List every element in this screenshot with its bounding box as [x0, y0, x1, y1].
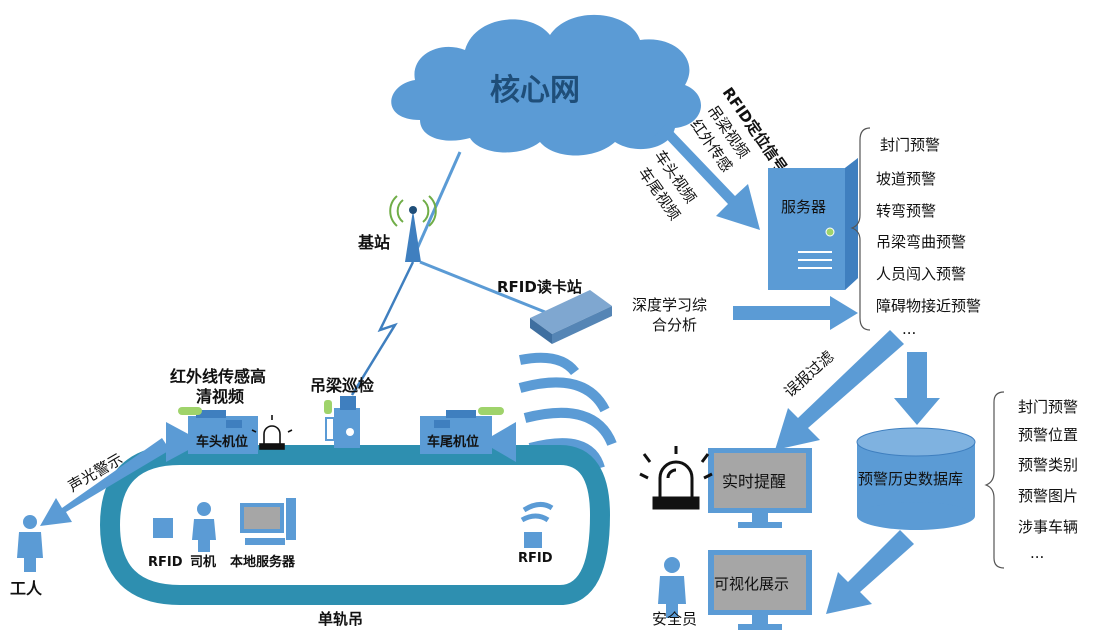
arrow-cloud-to-server	[652, 124, 760, 230]
cloud-label: 核心网	[490, 73, 580, 108]
monitor-realtime-alert: 实时提醒	[708, 448, 812, 528]
safety-officer-label: 安全员	[652, 610, 697, 628]
head-camera-icon: 车头机位	[166, 407, 258, 462]
beam-patrol-label: 吊梁巡检	[310, 376, 374, 395]
db-field: 涉事车辆	[1018, 518, 1078, 536]
rfid-reader-label: RFID读卡站	[497, 278, 582, 296]
small-alarm-icon	[251, 415, 293, 450]
rfid-tag-icon	[153, 518, 173, 538]
alert-item: 人员闯入预警	[876, 265, 966, 283]
rfid-right-label: RFID	[518, 551, 553, 566]
monitor-visual-label: 可视化展示	[714, 575, 789, 593]
arrow-false-filter	[775, 330, 904, 450]
database-label: 预警历史数据库	[858, 470, 963, 488]
deep-learning-line2: 合分析	[652, 316, 697, 334]
db-field: 预警位置	[1018, 426, 1078, 444]
monorail-track	[99, 445, 611, 605]
arrow-deep-learning	[733, 296, 858, 330]
server-label: 服务器	[781, 198, 826, 216]
arrow-to-database	[894, 352, 940, 425]
db-field: ...	[1030, 544, 1044, 562]
server: 服务器	[768, 158, 858, 290]
alerts-bracket	[850, 127, 871, 331]
arrow-db-to-visual	[826, 530, 914, 614]
cabin-local-server-label: 本地服务器	[230, 554, 296, 570]
cabin-rfid-label: RFID	[148, 555, 183, 570]
safety-officer-icon	[658, 557, 686, 618]
local-server-icon	[240, 498, 296, 545]
worker-icon	[17, 515, 43, 572]
link-base-rfid	[419, 260, 546, 314]
monitor-alert-label: 实时提醒	[722, 472, 786, 491]
base-station-label: 基站	[357, 233, 390, 252]
db-field: 预警类别	[1018, 456, 1078, 474]
tail-camera-label: 车尾机位	[427, 434, 479, 450]
deep-learning-line1: 深度学习综	[632, 296, 707, 314]
arrow-sound-light	[40, 438, 170, 526]
worker-label: 工人	[10, 579, 43, 598]
rfid-right-icon	[520, 502, 554, 548]
server-alerts-list: 封门预警 坡道预警 转弯预警 吊梁弯曲预警 人员闯入预警 障碍物接近预警 ...	[876, 136, 981, 338]
alert-item: 坡道预警	[876, 170, 936, 188]
cabin-driver-label: 司机	[190, 554, 216, 570]
tail-camera-icon: 车尾机位	[420, 407, 516, 462]
history-database: 预警历史数据库	[856, 427, 976, 530]
alert-item: 障碍物接近预警	[876, 297, 981, 315]
base-station: 基站	[357, 151, 462, 262]
wireless-link	[350, 261, 415, 396]
alert-item: 吊梁弯曲预警	[876, 233, 966, 251]
db-field: 预警图片	[1018, 487, 1078, 505]
alert-item: 封门预警	[880, 136, 940, 154]
alert-item: 转弯预警	[876, 202, 936, 220]
alarm-light-icon	[639, 446, 713, 510]
db-field: 封门预警	[1018, 398, 1078, 416]
infrared-line2: 清视频	[196, 387, 244, 406]
infrared-line1: 红外线传感高	[170, 367, 266, 386]
monitor-visualization: 可视化展示	[708, 550, 812, 630]
head-camera-label: 车头机位	[196, 434, 248, 450]
beam-patrol-icon	[324, 396, 360, 448]
monorail-label: 单轨吊	[318, 610, 363, 628]
core-network-cloud: 核心网	[391, 14, 702, 156]
db-fields-list: 封门预警 预警位置 预警类别 预警图片 涉事车辆 ...	[1018, 398, 1078, 562]
alert-item: ...	[902, 320, 916, 338]
db-fields-bracket	[984, 391, 1005, 569]
driver-icon	[192, 502, 216, 552]
rfid-reader: RFID读卡站	[497, 278, 612, 344]
